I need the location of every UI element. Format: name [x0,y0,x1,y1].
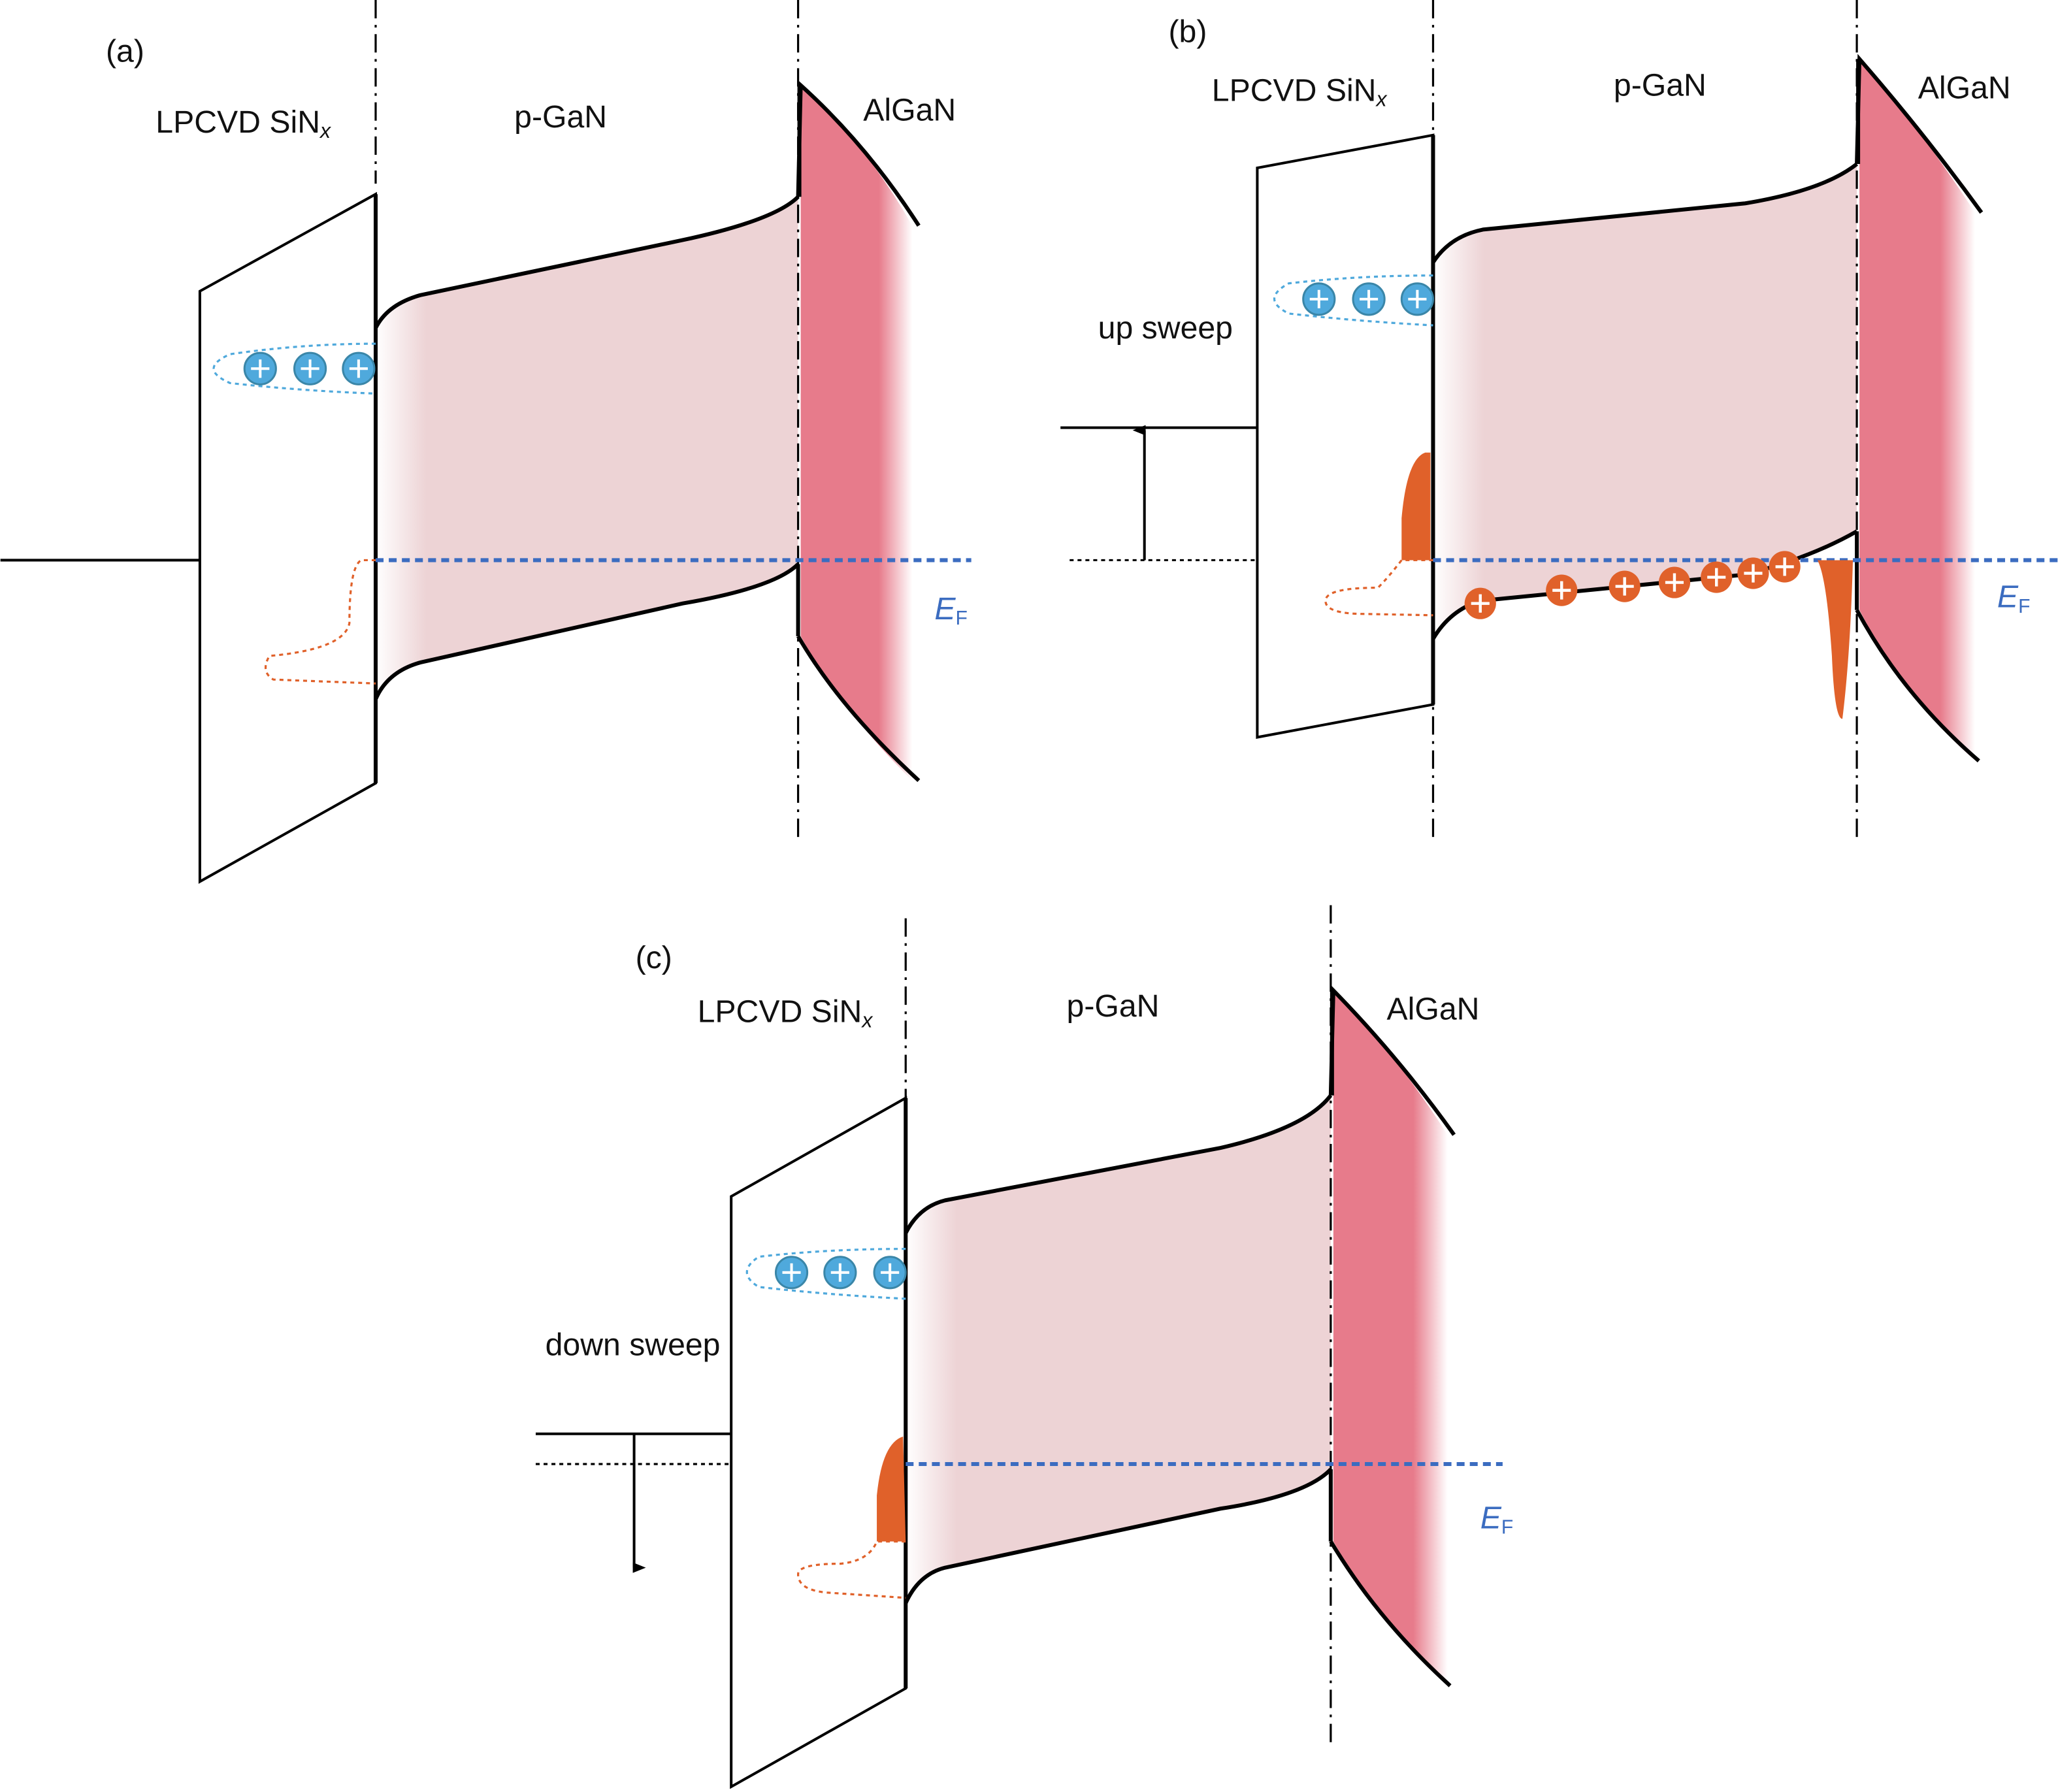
fermi-label-subscript: F [1501,1516,1513,1538]
oxide-label-text: LPCVD SiN [698,994,862,1029]
pgan-label: p-GaN [1067,988,1160,1024]
fermi-level-label: EF [1997,579,2031,617]
algan-valence-band [1855,609,1980,762]
interface-trap-distribution [1324,559,1433,617]
oxide-label: LPCVD SiNx [155,105,331,142]
filled-interface-traps [1401,452,1431,561]
pgan-label: p-GaN [514,99,607,135]
plus-icon [881,1263,900,1282]
algan-label: AlGaN [1387,991,1480,1026]
oxide-label-text: LPCVD SiN [1212,73,1377,108]
algan-label: AlGaN [1918,71,2011,106]
algan-band-fill [1333,990,1448,1686]
oxide-band-box [1256,133,1435,739]
panel-label: (c) [636,940,672,975]
conduction-band-edge [1431,162,1858,264]
plus-icon [1615,577,1634,596]
plus-icon [1775,557,1794,576]
algan-band-fill [1859,59,1975,761]
fermi-label-e: E [1480,1500,1502,1535]
fermi-level-label: EF [934,591,968,629]
pgan-label: p-GaN [1614,68,1707,103]
plus-icon [301,359,319,378]
conduction-band-edge [374,195,800,329]
valence-band-edge [904,1467,1333,1605]
plus-icon [251,359,270,378]
fermi-label-subscript: F [956,608,968,629]
plus-icon [349,359,368,378]
plus-icon [1707,568,1726,587]
fermi-label-subscript: F [2018,596,2030,617]
hole-accumulation [1817,560,1854,719]
algan-band-fill [800,85,913,781]
fermi-level-label: EF [1480,1500,1514,1538]
plus-icon [1665,573,1684,592]
filled-interface-traps [877,1436,906,1542]
pgan-band-fill [906,1095,1331,1603]
oxide-label-text: LPCVD SiN [155,105,320,140]
valence-band-edge [374,562,800,700]
algan-valence-band [796,635,921,783]
oxide-band-box [198,191,377,884]
plus-icon [1744,564,1763,583]
pgan-band-fill [1433,164,1857,639]
plus-icon [1360,289,1379,308]
panel-label: (a) [106,33,144,69]
plus-icon [1552,581,1571,600]
trapped-charge-envelope [745,1248,906,1300]
panel-a: (a) LPCVD SiNx p-GaN AlGaN EF [0,0,972,884]
pgan-band-fill [375,197,798,700]
interface-trap-distribution [796,1540,906,1599]
interface-trap-distribution [264,559,376,685]
oxide-band-box [730,1096,907,1789]
oxide-label-subscript: x [860,1008,873,1032]
plus-icon [1309,289,1328,308]
algan-conduction-band [1855,54,1984,214]
trapped-charge-envelope [212,342,376,395]
algan-conduction-band [1328,985,1456,1136]
algan-label: AlGaN [863,93,956,128]
fermi-label-e: E [934,591,956,627]
conduction-band-edge [904,1094,1333,1234]
algan-valence-band [1329,1540,1452,1687]
panel-label: (b) [1169,14,1207,49]
oxide-label: LPCVD SiNx [1212,73,1388,111]
plus-icon [830,1263,849,1282]
sweep-label: down sweep [546,1327,721,1362]
plus-icon [1471,594,1490,613]
trapped-charge-envelope [1273,274,1433,327]
oxide-label: LPCVD SiNx [698,994,874,1032]
plus-icon [782,1263,801,1282]
sweep-label: up sweep [1098,310,1233,346]
oxide-label-subscript: x [319,119,331,142]
algan-conduction-band [796,80,921,227]
oxide-label-subscript: x [1375,88,1387,111]
plus-icon [1408,289,1427,308]
fermi-label-e: E [1997,579,2019,615]
